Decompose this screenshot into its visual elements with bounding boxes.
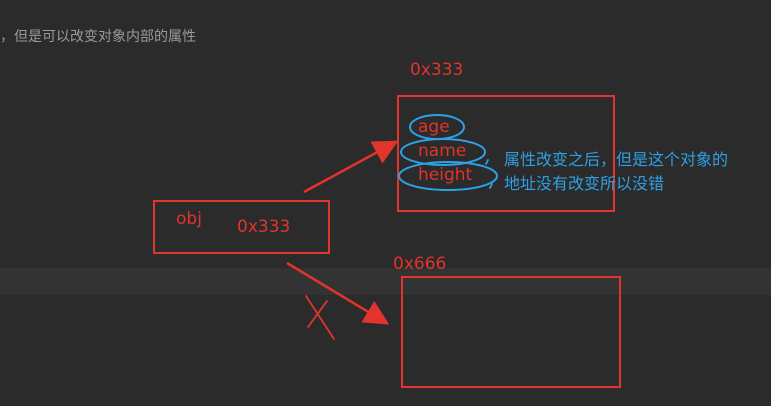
annotation-note: 属性改变之后，但是这个对象的 地址没有改变所以没错 — [504, 148, 728, 196]
editor-line-highlight — [0, 268, 771, 295]
text-line: ，但是可以改变对象内部的属性 — [0, 29, 196, 45]
property-age: age — [418, 117, 450, 137]
object-address-new: 0x666 — [393, 254, 447, 274]
arrow-to-original — [303, 140, 399, 194]
property-highlight-circles — [398, 114, 498, 191]
annotation-note-line-1: 属性改变之后，但是这个对象的 — [504, 150, 729, 169]
cross-mark-icon — [305, 295, 335, 340]
variable-box — [153, 200, 330, 254]
property-height: height — [418, 165, 473, 185]
object-address-original: 0x333 — [410, 60, 464, 80]
arrow-to-new — [286, 261, 390, 325]
annotation-note-line-2: 地址没有改变所以没错 — [504, 174, 665, 193]
variable-name: obj — [176, 209, 202, 229]
highlight-height — [398, 161, 498, 191]
highlight-name — [400, 138, 486, 166]
variable-address: 0x333 — [237, 217, 291, 237]
highlight-age — [409, 114, 465, 140]
property-name: name — [418, 141, 467, 161]
blue-tick-marks — [485, 159, 493, 189]
object-box-new — [401, 276, 621, 388]
